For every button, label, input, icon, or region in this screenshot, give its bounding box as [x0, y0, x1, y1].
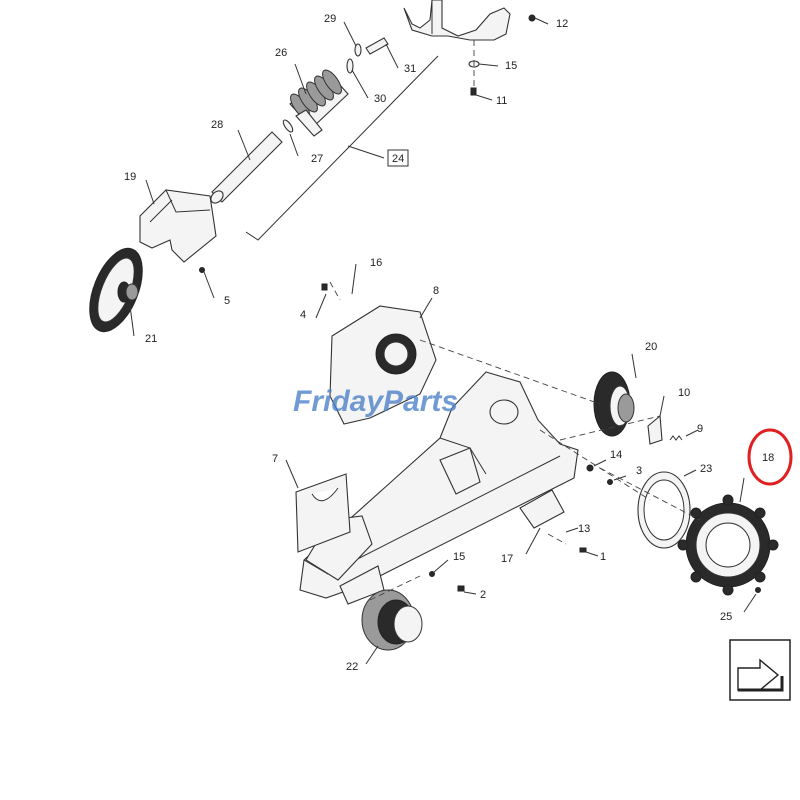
- bolt-5: [199, 267, 215, 299]
- idler-wheel-21: [89, 247, 143, 337]
- bolt-13: [547, 527, 579, 545]
- rod-28: [210, 129, 283, 204]
- callout-12: 12: [556, 18, 568, 30]
- callout-9: 9: [697, 423, 703, 435]
- callout-11: 11: [496, 95, 507, 107]
- callout-21: 21: [145, 333, 157, 345]
- callout-13: 13: [578, 523, 590, 535]
- callout-26: 26: [275, 47, 287, 59]
- callout-18: 18: [762, 452, 774, 464]
- drive-plate-8: [329, 297, 437, 425]
- callout-24: 24: [392, 153, 404, 165]
- bolt-4: [315, 283, 328, 319]
- drive-roller-20: [593, 353, 637, 437]
- bolt-16: [329, 263, 357, 301]
- callout-7: 7: [272, 453, 278, 465]
- callout-22: 22: [346, 661, 358, 673]
- cover-plate-17: [519, 489, 565, 555]
- sprocket-18: [677, 477, 779, 596]
- callout-15a: 15: [505, 60, 517, 72]
- assembly-guide-lines: [369, 339, 701, 601]
- pin-31: [365, 37, 399, 69]
- callout-10: 10: [678, 387, 690, 399]
- callout-25: 25: [720, 611, 732, 623]
- spring-9: [669, 429, 699, 441]
- motor-bracket-7: [285, 459, 351, 553]
- tension-spring-26: [289, 63, 349, 137]
- callout-27: 27: [311, 153, 323, 165]
- track-frame: [299, 371, 579, 605]
- bolt-11: [470, 87, 493, 101]
- callout-14: 14: [610, 449, 622, 461]
- spacer-ring-23: [637, 469, 697, 549]
- callout-20: 20: [645, 341, 657, 353]
- callout-19: 19: [124, 171, 136, 183]
- callouts: 1 2 3 4 5 7 8 9 10 11 12 13 14 15 15 16 …: [124, 13, 774, 673]
- bolt-14: [586, 459, 607, 472]
- callout-4: 4: [300, 309, 306, 321]
- callout-1: 1: [600, 551, 606, 563]
- callout-28: 28: [211, 119, 223, 131]
- washer-15b: [429, 559, 449, 577]
- callout-2: 2: [480, 589, 486, 601]
- final-drive-22: [361, 589, 423, 665]
- bolt-3: [607, 475, 627, 485]
- bolt-25: [743, 587, 761, 613]
- mount-bracket: [403, 0, 511, 41]
- callout-30: 30: [374, 93, 386, 105]
- bolt-1: [579, 547, 599, 557]
- washer-15: [468, 40, 499, 92]
- callout-31: 31: [404, 63, 416, 75]
- washer-29: [343, 21, 362, 57]
- callout-17: 17: [501, 553, 513, 565]
- bolt-12: [528, 14, 549, 25]
- callout-15b: 15: [453, 551, 465, 563]
- callout-23: 23: [700, 463, 712, 475]
- callout-16: 16: [370, 257, 382, 269]
- washer-30: [346, 58, 369, 99]
- callout-3: 3: [636, 465, 642, 477]
- callout-29: 29: [324, 13, 336, 25]
- clip-10: [647, 395, 665, 445]
- ring-27: [282, 119, 299, 157]
- highlight-circle: [747, 428, 793, 486]
- callout-5: 5: [224, 295, 230, 307]
- watermark: FridayParts: [293, 385, 458, 418]
- idler-yoke-19: [139, 179, 217, 263]
- assembly-bracket-24: [245, 55, 439, 241]
- bolt-2: [457, 585, 477, 595]
- next-page-arrow-icon[interactable]: [729, 639, 791, 701]
- callout-8: 8: [433, 285, 439, 297]
